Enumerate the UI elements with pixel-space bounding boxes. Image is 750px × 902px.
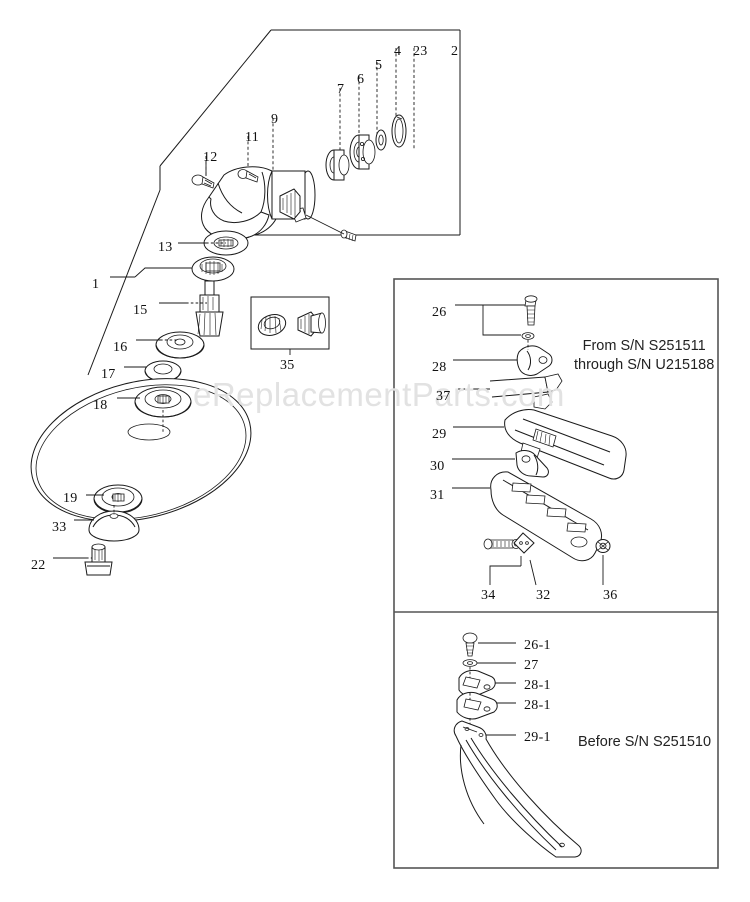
callout-36: 36 (603, 588, 618, 603)
callout-19: 19 (63, 491, 78, 506)
callout-17: 17 (101, 367, 116, 382)
callout-2: 2 (451, 44, 459, 59)
callout-28-1-lower: 28-1 (524, 698, 551, 713)
callout-30: 30 (430, 459, 445, 474)
callout-26: 26 (432, 305, 447, 320)
right-panel-frames (393, 278, 719, 869)
callout-6: 6 (357, 72, 365, 87)
callout-37: 37 (436, 389, 451, 404)
callout-34: 34 (481, 588, 496, 603)
callout-33: 33 (52, 520, 67, 535)
sn-note-before: Before S/N S251510 (578, 733, 711, 752)
panel-a-parts (452, 295, 627, 586)
callout-32: 32 (536, 588, 551, 603)
callout-18: 18 (93, 398, 108, 413)
part-5-washer (375, 129, 387, 151)
part-9-pinion-shaft (279, 188, 301, 220)
callout-1: 1 (92, 277, 100, 292)
sn-note-from-line1: From S/N S251511 (582, 338, 706, 354)
sn-note-from: From S/N S251511 through S/N U215188 (574, 337, 714, 375)
blade-disc (30, 378, 252, 522)
callout-4: 4 (394, 44, 402, 59)
part-6-bearing (349, 134, 376, 170)
callout-5: 5 (375, 58, 383, 73)
part-12-bolt (191, 160, 215, 189)
part-35-inset-box (250, 296, 330, 355)
part-2-screw (305, 214, 357, 242)
callout-28: 28 (432, 360, 447, 375)
callout-28-1-upper: 28-1 (524, 678, 551, 693)
panel-b-parts (453, 632, 582, 858)
callout-22: 22 (31, 558, 46, 573)
part-4-snap-ring (391, 114, 407, 148)
part-33-cover (74, 505, 140, 542)
part-13-washer (178, 230, 249, 256)
part-11-bolt (237, 169, 259, 183)
gear-case-housing (201, 166, 316, 241)
watermark-ereplacementparts: eReplacementParts.com (193, 376, 565, 413)
callout-26-1: 26-1 (524, 638, 551, 653)
callout-15: 15 (133, 303, 148, 318)
part-15-output-shaft (159, 280, 224, 337)
sn-note-before-line1: Before S/N S251510 (578, 734, 712, 750)
callout-7: 7 (337, 82, 345, 97)
callout-31: 31 (430, 488, 445, 503)
part-18-holder-plate (117, 386, 192, 432)
sn-note-from-line2: through S/N U215188 (574, 357, 715, 373)
callout-9: 9 (271, 112, 279, 127)
callout-35: 35 (280, 358, 295, 373)
part-7-spacer (325, 149, 350, 181)
callout-11: 11 (245, 130, 260, 145)
callout-12: 12 (203, 150, 218, 165)
part-1-bevel-gear (110, 256, 235, 282)
callout-27: 27 (524, 658, 539, 673)
callout-13: 13 (158, 240, 173, 255)
callout-16: 16 (113, 340, 128, 355)
callout-29-1: 29-1 (524, 730, 551, 745)
callout-23: 23 (413, 44, 428, 59)
callout-29: 29 (432, 427, 447, 442)
part-22-flange-bolt (53, 543, 113, 576)
part-16-cup-washer (136, 331, 205, 359)
